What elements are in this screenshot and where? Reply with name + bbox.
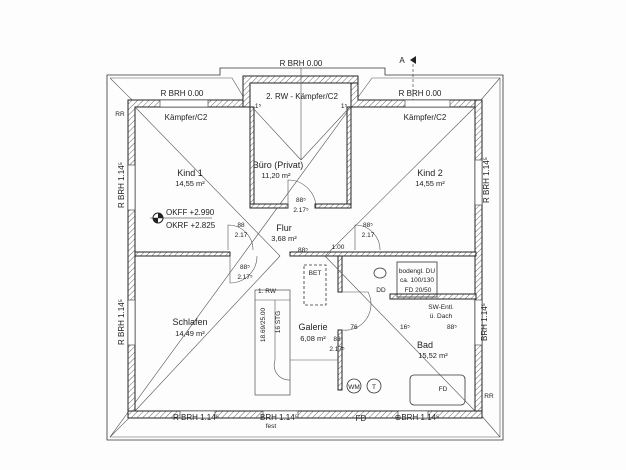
door-height: 2.17⁵ (237, 274, 253, 281)
roof-inner-outline (109, 77, 501, 438)
stair-ratio: 18.69/25.00 (260, 307, 267, 342)
label-rr-right: RR (484, 393, 494, 400)
room-name-schlafen: Schlafen (172, 317, 207, 327)
label-right-top-brh: R BRH 0.00 (399, 89, 442, 98)
room-name-kind2: Kind 2 (417, 168, 443, 178)
label-bottom-mid-brh: BRH 1.14⁵ (260, 413, 298, 422)
door-width: 88⁵ (296, 197, 306, 204)
dimension: 88⁵ (298, 247, 308, 254)
roof-outline (106, 67, 504, 441)
label-right-upper-brh: R BRH 1.14⁵ (482, 157, 491, 203)
washing-machine (346, 378, 362, 394)
door-width: 88⁵ (363, 222, 373, 229)
room-area-bad: 15,52 m² (418, 351, 448, 360)
room-name-galerie: Galerie (298, 322, 327, 332)
dimension: 76 (350, 324, 358, 331)
level-okff: OKFF +2.990 (166, 208, 215, 217)
label-bottom-fd: FD (356, 414, 367, 423)
room-area-kind2: 14,55 m² (415, 179, 445, 188)
level-okrf: OKRF +2.825 (166, 221, 216, 230)
interior-walls (134, 106, 477, 391)
shower-size: ca. 100/130 (400, 277, 434, 284)
room-area-galerie: 6,08 m² (300, 334, 326, 343)
door-height: 2.17 (362, 232, 375, 239)
shower-label: bodengl. DU (399, 268, 435, 275)
vent-label-2: ü. Dach (430, 313, 453, 320)
room-area-flur: 3,68 m² (271, 234, 297, 243)
room-name-flur: Flur (276, 223, 292, 233)
staircase[interactable] (254, 289, 338, 396)
label-top-brh: R BRH 0.00 (280, 59, 323, 68)
room-area-schlafen: 14,49 m² (175, 329, 205, 338)
label-bottom-fest: fest (266, 423, 277, 430)
door-height: 2.17⁵ (293, 207, 309, 214)
label-corner-left: 1⁵ (255, 103, 262, 110)
room-name-bad: Bad (417, 340, 433, 350)
dimension: 1.00 (332, 244, 345, 251)
room-name-buero: Büro (Privat) (253, 160, 304, 170)
door-width: 88 (237, 222, 245, 229)
dryer (366, 378, 382, 394)
door-width: 88⁵ (240, 264, 250, 271)
dryer-label: T (372, 384, 376, 391)
label-bottom-left-brh: R BRH 1.14⁵ (173, 413, 219, 422)
stair-steps: 16 STG (275, 311, 282, 333)
label-kaempfer-right: Kämpfer/C2 (404, 113, 447, 122)
toilet (373, 267, 387, 279)
stair-rw-label: 1. RW (258, 288, 277, 295)
room-name-kind1: Kind 1 (177, 168, 203, 178)
vent-label: SW-Entl. (428, 304, 454, 311)
label-bay-window: 2. RW - Kämpfer/C2 (266, 92, 338, 101)
label-left-lower-brh: R BRH 1.14⁵ (117, 299, 126, 345)
fd-window-label: FD 20/50 (405, 287, 432, 294)
bed (303, 264, 327, 306)
section-marker: A (399, 56, 405, 65)
room-area-buero: 11,20 m² (261, 171, 291, 180)
door-swings (227, 179, 381, 331)
dimension: 88⁵ (447, 324, 457, 331)
door-width: 88 (333, 336, 341, 343)
shower (396, 261, 438, 298)
door-height: 2.17⁵ (329, 346, 345, 353)
label-right-lower-brh: BRH 1.14⁵ (480, 303, 489, 341)
bathtub (409, 374, 466, 406)
label-left-top-brh: R BRH 0.00 (161, 89, 204, 98)
label-rr-left: RR (115, 111, 125, 118)
bed-label: BET (309, 270, 322, 277)
label-corner-right: 1⁵ (341, 103, 348, 110)
door-height: 2.17 (235, 232, 248, 239)
level-marker-icon (150, 212, 212, 224)
windows (127, 99, 483, 419)
label-left-upper-brh: R BRH 1.14⁵ (117, 162, 126, 208)
fd-bath-label: FD (439, 386, 448, 393)
section-arrow-icon (410, 56, 416, 64)
dimension: 16⁵ (400, 324, 410, 331)
room-area-kind1: 14,55 m² (175, 179, 205, 188)
hip-lines (134, 68, 476, 412)
wm-label: WM (348, 384, 360, 391)
label-bottom-right-brh: ⊕BRH 1.14⁵ (395, 413, 440, 422)
dd-label: DD (376, 287, 386, 294)
label-kaempfer-left: Kämpfer/C2 (165, 113, 208, 122)
